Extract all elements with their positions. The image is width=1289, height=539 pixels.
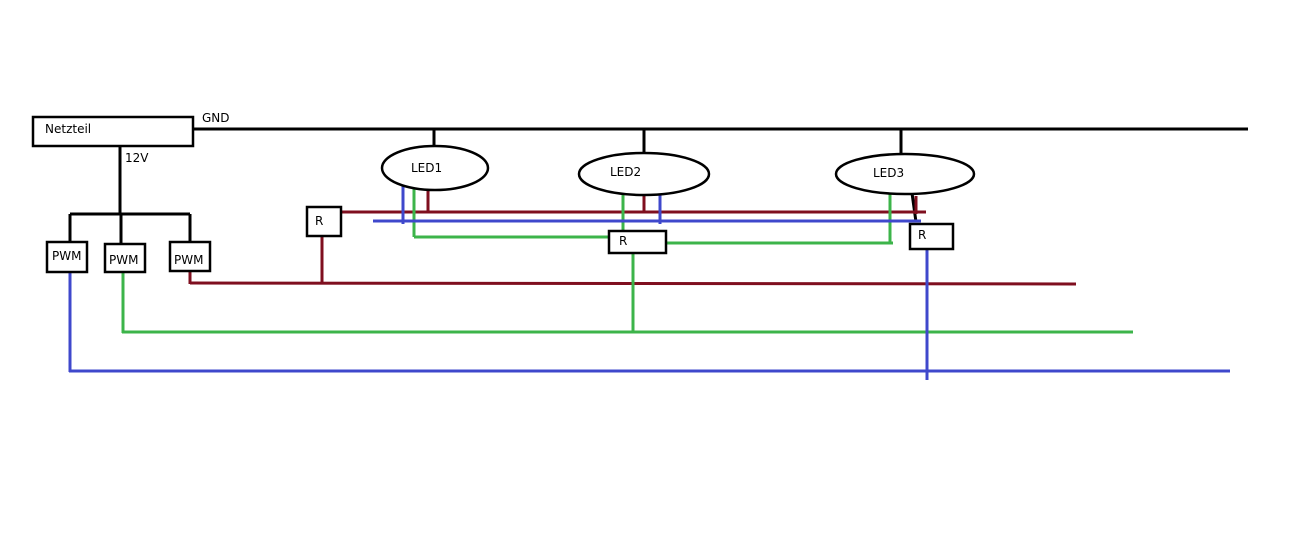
v12-label: 12V	[125, 151, 149, 165]
led2-body	[577, 151, 711, 197]
pwm-label-1: PWM	[52, 249, 82, 263]
led2-label: LED2	[610, 165, 642, 179]
power-supply-box	[31, 115, 195, 148]
resistor-box-3	[908, 222, 955, 251]
pwm-label-2: PWM	[109, 253, 139, 267]
led3-body	[834, 152, 976, 196]
led3-to-resistor	[910, 192, 918, 223]
resistor-box-2	[607, 229, 668, 255]
resistor-label-1: R	[315, 214, 324, 228]
resistor-box-1	[305, 205, 343, 238]
resistor-label-2: R	[619, 234, 628, 248]
blue-wires	[68, 183, 1230, 380]
resistor-label-3: R	[918, 228, 927, 242]
ground-wires	[68, 127, 1248, 244]
components	[31, 115, 976, 274]
pwm-box-1	[45, 240, 89, 274]
power-supply-label: Netzteil	[45, 122, 92, 136]
led3-label: LED3	[873, 166, 905, 180]
led1-label: LED1	[411, 161, 443, 175]
gnd-label: GND	[202, 111, 230, 125]
green-wires	[121, 184, 1133, 334]
pwm-box-2	[103, 242, 147, 274]
led1-body	[380, 144, 490, 192]
pwm-label-3: PWM	[174, 253, 204, 267]
pwm-box-3	[168, 240, 212, 273]
